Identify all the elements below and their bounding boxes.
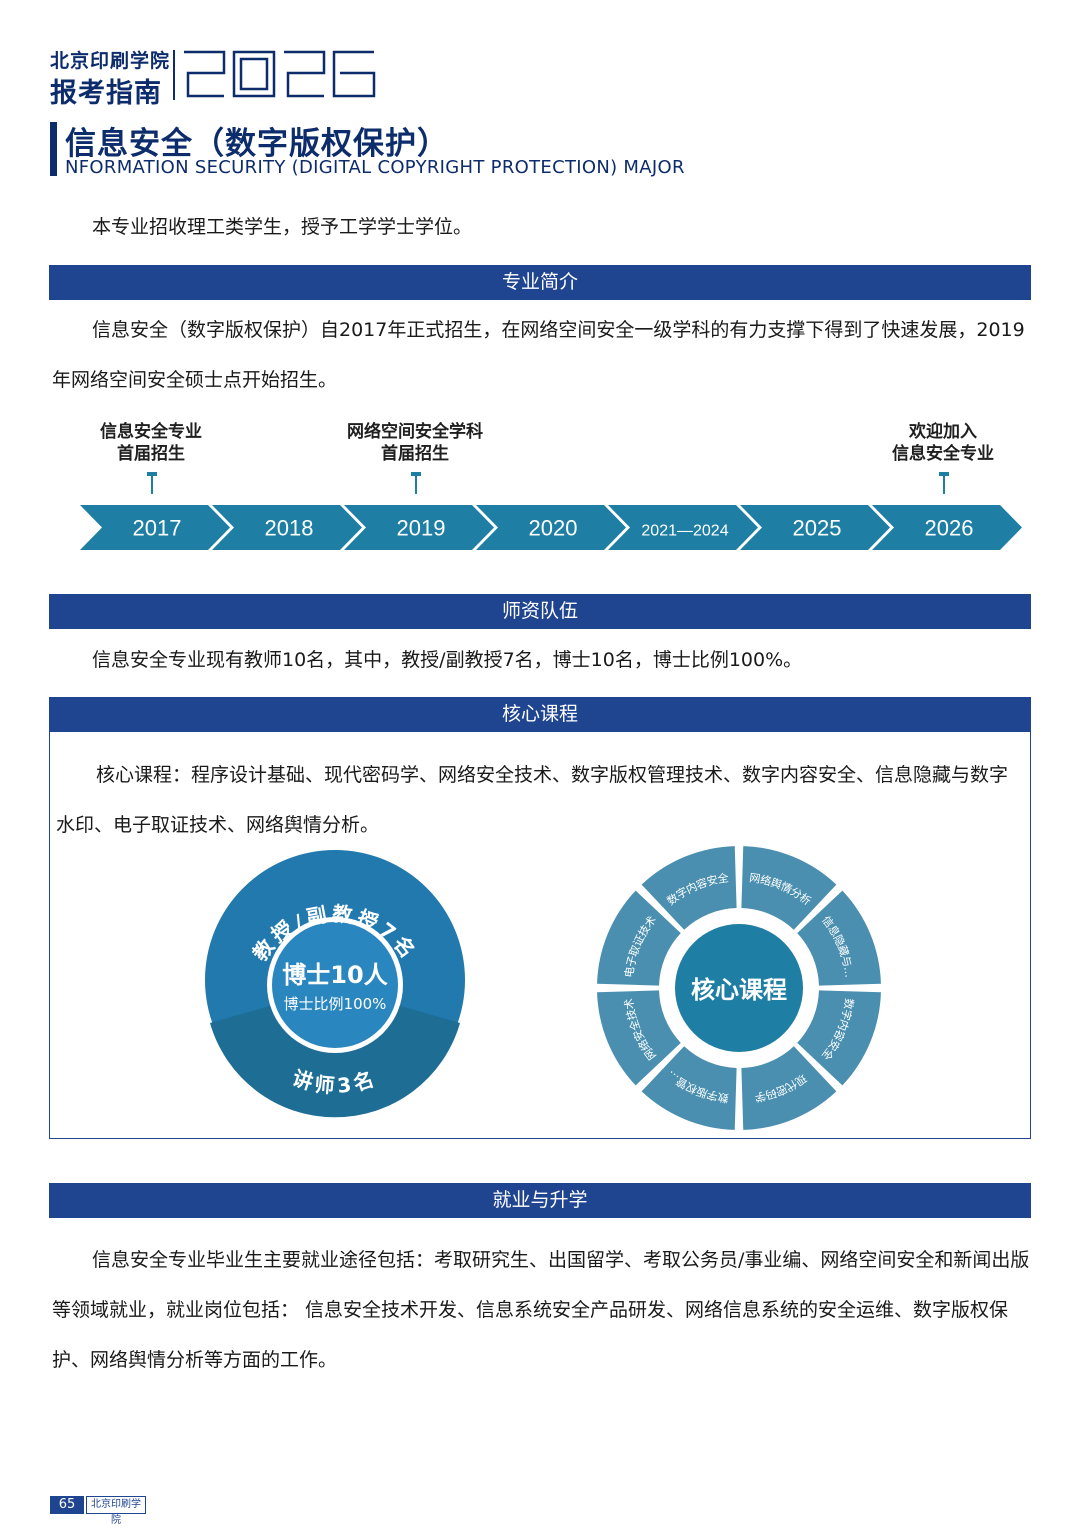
course-ring-segment — [641, 846, 737, 930]
year-logo: 2026 — [184, 50, 376, 98]
timeline-year: 2026 — [925, 516, 974, 541]
school-name: 北京印刷学院 — [50, 50, 171, 72]
timeline-step: 2017 — [80, 505, 230, 550]
page-number: 65 — [50, 1496, 84, 1514]
timeline-arrow — [608, 505, 758, 550]
footer-school-name: 北京印刷学院 — [86, 1496, 146, 1526]
major-title-cn: 信息安全（数字版权保护） — [65, 126, 449, 162]
faculty-center — [272, 922, 398, 1048]
timeline-step: 2025 — [740, 505, 890, 550]
timeline-step: 2026 — [872, 505, 1022, 550]
timeline-year: 2017 — [133, 516, 182, 541]
timeline-milestone-label: 网络空间安全学科首届招生 — [315, 421, 515, 465]
timeline-arrow — [212, 505, 362, 550]
title-accent-bar — [50, 122, 57, 176]
course-ring-segment — [797, 890, 881, 986]
courses-box — [49, 731, 1031, 1139]
course-ring-segment — [597, 890, 681, 986]
course-ring-segment — [741, 1046, 837, 1130]
profile-text: 信息安全（数字版权保护）自2017年正式招生，在网络空间安全一级学科的有力支撑下… — [52, 305, 1032, 405]
course-ring-segment — [597, 990, 681, 1086]
timeline-pin — [151, 476, 153, 494]
guide-title: 报考指南 — [50, 78, 162, 109]
timeline-arrow — [476, 505, 626, 550]
career-text: 信息安全专业毕业生主要就业途径包括：考取研究生、出国留学、考取公务员/事业编、网… — [52, 1235, 1032, 1385]
course-ring-segment — [641, 1046, 737, 1130]
timeline-pin-cap — [939, 472, 949, 476]
milestone-line1: 信息安全专业 — [100, 422, 202, 442]
course-ring-chart: 网络舆情分析信息隐藏与…数字内容安全现代密码学数字版权管…网络安全技术电子取证技… — [597, 846, 881, 1130]
timeline-year: 2020 — [529, 516, 578, 541]
courses-text: 核心课程：程序设计基础、现代密码学、网络安全技术、数字版权管理技术、数字内容安全… — [56, 750, 1026, 850]
milestone-line1: 欢迎加入 — [909, 422, 977, 442]
intro-text: 本专业招收理工类学生，授予工学学士学位。 — [92, 216, 473, 238]
timeline-step: 2020 — [476, 505, 626, 550]
faculty-center-sub: 博士比例100% — [284, 995, 387, 1013]
timeline-pin-cap — [411, 472, 421, 476]
faculty-ring-lower — [210, 1005, 460, 1118]
timeline-arrow — [740, 505, 890, 550]
milestone-line2: 信息安全专业 — [892, 444, 994, 464]
section-heading-faculty: 师资队伍 — [49, 594, 1031, 629]
timeline-arrow — [80, 505, 230, 550]
courses-text-body: 核心课程：程序设计基础、现代密码学、网络安全技术、数字版权管理技术、数字内容安全… — [56, 764, 1009, 836]
timeline-pin — [415, 476, 417, 494]
section-heading-courses: 核心课程 — [49, 697, 1031, 732]
header-divider — [173, 50, 175, 100]
timeline-milestone-label: 信息安全专业首届招生 — [51, 421, 251, 465]
timeline-year: 2018 — [265, 516, 314, 541]
timeline-arrow — [872, 505, 1022, 550]
timeline-arrow — [344, 505, 494, 550]
timeline-step: 2019 — [344, 505, 494, 550]
timeline-milestone-label: 欢迎加入信息安全专业 — [843, 421, 1043, 465]
timeline-year: 2021—2024 — [641, 523, 728, 540]
section-heading-career: 就业与升学 — [49, 1183, 1031, 1218]
faculty-center-main: 博士10人 — [282, 961, 387, 989]
course-ring-segment — [797, 990, 881, 1086]
timeline-pin — [943, 476, 945, 494]
course-center-label: 核心课程 — [691, 976, 787, 1004]
milestone-line2: 首届招生 — [381, 444, 449, 464]
course-center — [675, 924, 803, 1052]
milestone-line1: 网络空间安全学科 — [347, 422, 483, 442]
profile-text-body: 信息安全（数字版权保护）自2017年正式招生，在网络空间安全一级学科的有力支撑下… — [52, 319, 1025, 391]
faculty-ring-chart: 教授/副教授7名 讲师3名 博士10人 博士比例100% — [205, 850, 465, 1118]
timeline-step: 2018 — [212, 505, 362, 550]
timeline-step: 2021—2024 — [608, 505, 758, 550]
section-heading-profile: 专业简介 — [49, 265, 1031, 300]
timeline-year: 2025 — [793, 516, 842, 541]
timeline-year: 2019 — [397, 516, 446, 541]
milestone-line2: 首届招生 — [117, 444, 185, 464]
course-ring-segment — [741, 846, 837, 930]
major-title-en: NFORMATION SECURITY (DIGITAL COPYRIGHT P… — [65, 157, 685, 178]
timeline-pin-cap — [147, 472, 157, 476]
faculty-text: 信息安全专业现有教师10名，其中，教授/副教授7名，博士10名，博士比例100%… — [92, 649, 803, 671]
career-text-body: 信息安全专业毕业生主要就业途径包括：考取研究生、出国留学、考取公务员/事业编、网… — [52, 1249, 1030, 1371]
